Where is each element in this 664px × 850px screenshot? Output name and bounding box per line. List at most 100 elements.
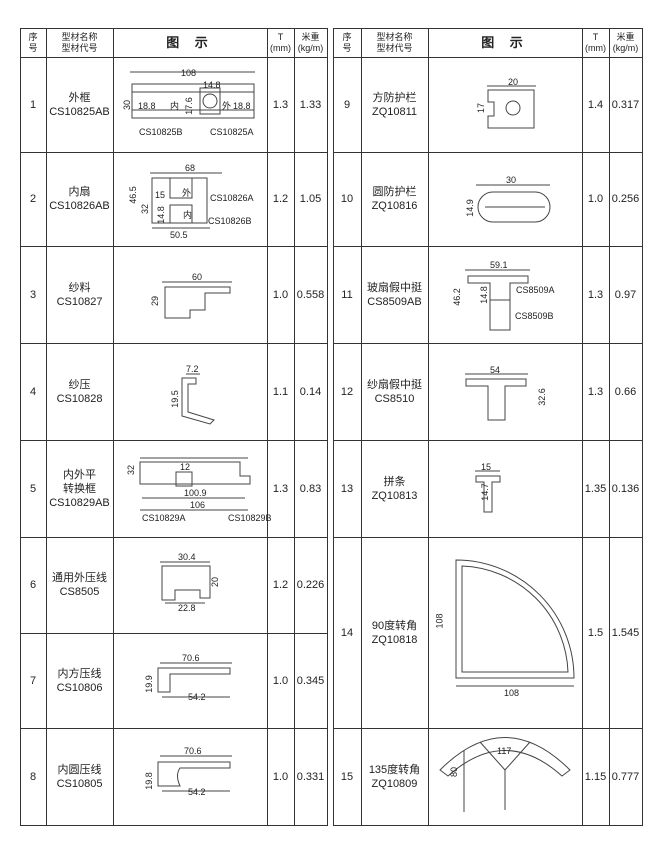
dim-label: CS8509B	[515, 311, 554, 321]
header-diagram: 图 示	[481, 34, 529, 50]
row-thickness: 1.0	[272, 288, 289, 301]
dim-label: CS10825B	[139, 127, 183, 137]
table-rule	[20, 537, 328, 538]
row-weight: 1.33	[299, 98, 322, 111]
dim-label: 32	[126, 464, 137, 476]
dim-label: 内	[170, 101, 180, 111]
dim-label: 14.9	[464, 199, 475, 217]
row-name-code: 圆防护栏 ZQ10816	[371, 186, 418, 212]
dim-label: 108	[181, 68, 197, 78]
dim-label: 54.2	[188, 787, 206, 797]
row-weight: 0.317	[611, 98, 640, 111]
diagram-5	[139, 457, 251, 511]
table-rule	[333, 57, 643, 58]
diagram-6	[160, 561, 211, 604]
row-name-code: 纱压 CS10828	[56, 378, 103, 405]
row-name-code: 外框 CS10825AB	[49, 91, 110, 118]
table-rule	[20, 28, 21, 825]
row-thickness: 1.2	[272, 579, 289, 591]
dim-label: 117	[497, 746, 512, 756]
dim-label: 14.8	[155, 206, 166, 224]
table-rule	[20, 825, 328, 826]
table-rule	[361, 28, 362, 825]
row-name-code: 内圆压线 CS10805	[56, 763, 103, 790]
table-rule	[20, 28, 328, 29]
row-thickness: 1.0	[272, 770, 289, 783]
table-rule	[20, 246, 328, 247]
row-seq: 6	[29, 579, 37, 591]
row-weight: 0.777	[611, 770, 640, 783]
dim-label: 70.6	[182, 653, 200, 663]
dim-label: CS8509A	[516, 285, 555, 295]
dim-label: 29	[150, 295, 161, 307]
diagram-14	[455, 559, 575, 687]
dim-label: 32.6	[536, 388, 547, 406]
header-seq: 序 号	[28, 31, 38, 53]
row-thickness: 1.35	[584, 482, 607, 495]
table-rule	[642, 28, 643, 825]
dim-label: 46.2	[451, 288, 462, 306]
table-rule	[333, 728, 643, 729]
dim-label: 17.6	[183, 97, 194, 115]
table-rule	[20, 728, 328, 729]
table-rule	[327, 28, 328, 825]
row-weight: 0.226	[296, 579, 325, 591]
row-name-code: 纱料 CS10827	[56, 281, 103, 308]
table-rule	[20, 57, 328, 58]
dim-label: 30.4	[178, 552, 196, 562]
table-rule	[333, 152, 643, 153]
row-weight: 0.83	[299, 482, 322, 495]
dim-label: 7.2	[186, 364, 199, 374]
row-seq: 7	[29, 674, 37, 687]
table-rule	[333, 825, 643, 826]
row-weight: 0.558	[296, 288, 325, 301]
header-name: 型材名称 型材代号	[61, 31, 98, 53]
row-name-code: 通用外压线 CS8505	[52, 572, 107, 598]
dim-label: 106	[190, 500, 206, 510]
diagram-9	[487, 85, 536, 129]
row-seq: 5	[29, 482, 37, 495]
row-name-code: 135度转角 ZQ10809	[368, 763, 421, 790]
dim-label: 108	[504, 688, 520, 698]
header-seq: 序 号	[342, 31, 352, 53]
row-weight: 1.05	[299, 193, 322, 205]
dim-label: 15	[155, 190, 166, 200]
row-weight: 0.14	[299, 385, 322, 398]
row-seq: 10	[340, 193, 354, 205]
dim-label: 12	[180, 462, 191, 472]
diagram-11	[465, 269, 530, 331]
diagram-4	[181, 373, 215, 425]
dim-label: 68	[185, 163, 196, 173]
dim-label: 59.1	[490, 260, 508, 270]
row-name-code: 拼条 ZQ10813	[371, 475, 418, 502]
dim-label: CS10829B	[228, 513, 272, 523]
dim-label: 20	[210, 576, 221, 588]
diagram-8	[157, 755, 232, 792]
dim-label: 外	[222, 101, 232, 111]
row-weight: 0.345	[296, 674, 325, 687]
table-rule	[333, 246, 643, 247]
row-weight: 0.256	[611, 193, 640, 205]
diagram-1	[130, 71, 255, 119]
dim-label: 100.9	[184, 488, 207, 498]
row-seq: 4	[29, 385, 37, 398]
header-name: 型材名称 型材代号	[376, 31, 413, 53]
dim-label: 14.8	[203, 80, 221, 90]
table-rule	[20, 633, 328, 634]
header-diagram: 图 示	[166, 34, 214, 50]
dim-label: 15	[481, 462, 492, 472]
dim-label: 108	[434, 613, 445, 629]
row-seq: 14	[340, 626, 354, 639]
row-seq: 8	[29, 770, 37, 783]
dim-label: 17	[476, 102, 487, 114]
row-thickness: 1.3	[587, 288, 604, 301]
row-thickness: 1.1	[272, 385, 289, 398]
row-weight: 0.66	[614, 385, 637, 398]
row-weight: 0.97	[614, 288, 637, 301]
table-rule	[46, 28, 47, 825]
diagram-12	[465, 373, 528, 421]
dim-label: 32	[140, 203, 151, 215]
row-thickness: 1.3	[587, 385, 604, 398]
table-rule	[333, 28, 643, 29]
